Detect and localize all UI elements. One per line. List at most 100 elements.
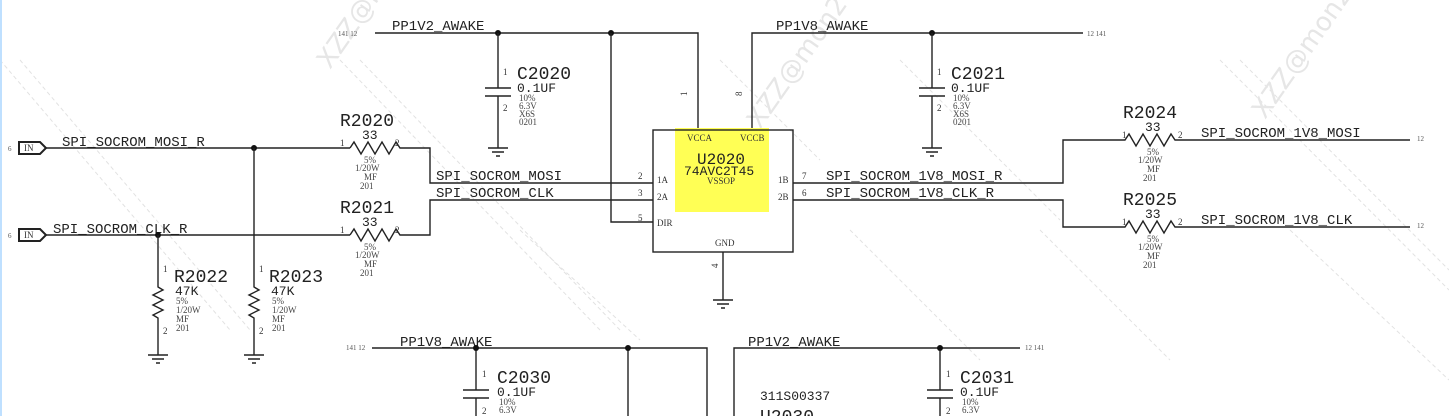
watermark-text: XZZ@mon2 — [311, 0, 424, 74]
cap-value: 0.1UF — [951, 81, 990, 96]
resistor-tol: 5% — [176, 296, 189, 306]
ic-u2020[interactable]: 1 8 VCCA VCCB U2020 74AVC2T45 VSSOP 1A 2… — [638, 91, 807, 309]
net-ref: 12 — [1417, 222, 1425, 230]
net-label: SPI_SOCROM_MOSI — [436, 169, 562, 185]
pin-name-2b: 2B — [778, 192, 789, 202]
resistor-type: MF — [1147, 251, 1160, 261]
resistor-value: 47K — [175, 284, 199, 299]
resistor-r2023[interactable]: 1 2 R2023 47K 5% 1/20W MF 201 — [244, 148, 323, 364]
capacitor-c2020[interactable]: 1 2 C2020 0.1UF 10% 6.3V X6S 0201 — [485, 33, 571, 157]
ref-designator: U2020 — [697, 151, 745, 169]
resistor-power: 1/20W — [355, 250, 380, 260]
pin-name-vcca: VCCA — [687, 133, 713, 143]
resistor-value: 33 — [362, 215, 378, 230]
pin-name-dir: DIR — [657, 218, 673, 228]
rail-pp1v8-bottom[interactable]: 141 12 PP1V8_AWAKE — [346, 335, 708, 416]
cap-tol: 10% — [519, 93, 536, 103]
rail-pp1v2-top[interactable]: 141 12 PP1V2_AWAKE — [338, 19, 699, 223]
cap-tol: 10% — [953, 93, 970, 103]
cap-size: 0201 — [519, 117, 537, 127]
pin-number: 5 — [638, 213, 643, 223]
resistor-tol: 5% — [1147, 147, 1160, 157]
pin-name-1b: 1B — [778, 175, 789, 185]
package: VSSOP — [707, 176, 735, 186]
pin-number: 2 — [638, 171, 643, 181]
port-dir: IN — [24, 143, 34, 153]
highlight — [675, 128, 769, 212]
ref-designator: C2030 — [497, 369, 551, 389]
net-label: SPI_SOCROM_MOSI_R — [62, 135, 205, 151]
resistor-type: MF — [364, 259, 377, 269]
pin-number: 1 — [340, 225, 345, 235]
port-sheet: 6 — [8, 145, 12, 153]
ref-designator: C2021 — [951, 65, 1005, 85]
pin-number: 4 — [710, 263, 720, 268]
ic-u2030-label[interactable]: 311S00337 U2030 — [760, 389, 830, 416]
net-1v8-mosi[interactable]: SPI_SOCROM_1V8_MOSI_R 1 2 R2024 33 5% 1/… — [793, 104, 1425, 185]
pin-number: 2 — [1178, 217, 1183, 227]
cap-value: 0.1UF — [497, 385, 536, 400]
part-number: 74AVC2T45 — [684, 164, 754, 179]
input-port-mosi[interactable]: 6 IN SPI_SOCROM_MOSI_R — [8, 135, 350, 155]
resistor-type: MF — [364, 172, 377, 182]
rail-pp1v2-bottom[interactable]: PP1V2_AWAKE 12 141 — [733, 335, 1045, 416]
resistor-power: 1/20W — [1138, 155, 1163, 165]
resistor-size: 201 — [1143, 173, 1157, 183]
ref-designator: R2024 — [1123, 104, 1177, 124]
cap-dielectric: X6S — [519, 109, 535, 119]
pin-number: 7 — [802, 171, 807, 181]
ref-designator: R2021 — [340, 199, 394, 219]
resistor-r2021[interactable]: 1 2 R2021 33 5% 1/20W MF 201 SPI_SOCROM_… — [340, 186, 653, 278]
pin-number: 2 — [1178, 130, 1183, 140]
resistor-value: 33 — [362, 128, 378, 143]
cap-voltage: 6.3V — [499, 405, 517, 415]
resistor-size: 201 — [360, 268, 374, 278]
cap-value: 0.1UF — [960, 385, 999, 400]
input-port-clk[interactable]: 6 IN SPI_SOCROM_CLK_R — [8, 222, 350, 242]
resistor-tol: 5% — [364, 155, 377, 165]
pin-number: 8 — [734, 91, 744, 96]
pin-number: 2 — [163, 326, 168, 336]
resistor-value: 47K — [271, 284, 295, 299]
ref-designator: R2025 — [1123, 191, 1177, 211]
resistor-type: MF — [272, 314, 285, 324]
port-dir: IN — [24, 230, 34, 240]
rail-ref: 12 141 — [1025, 344, 1045, 352]
pin-number: 2 — [259, 326, 264, 336]
rail-label: PP1V8_AWAKE — [400, 335, 492, 351]
cap-tol: 10% — [962, 397, 979, 407]
resistor-power: 1/20W — [355, 163, 380, 173]
cap-voltage: 6.3V — [519, 101, 537, 111]
resistor-r2022[interactable]: 1 2 R2022 47K 5% 1/20W MF 201 — [148, 235, 228, 364]
pin-number: 1 — [503, 67, 508, 77]
pin-number: 2 — [395, 225, 400, 235]
cap-tol: 10% — [499, 397, 516, 407]
resistor-value: 33 — [1145, 120, 1161, 135]
pin-number: 2 — [503, 103, 508, 113]
resistor-r2020[interactable]: 1 2 R2020 33 5% 1/20W MF 201 SPI_SOCROM_… — [340, 112, 653, 191]
capacitor-c2031[interactable]: 1 2 C2031 0.1UF 10% 6.3V — [946, 369, 1014, 416]
ref-designator: R2022 — [174, 268, 228, 288]
net-label: SPI_SOCROM_1V8_MOSI — [1201, 126, 1361, 142]
resistor-power: 1/20W — [272, 305, 297, 315]
rail-label: PP1V2_AWAKE — [392, 19, 484, 35]
capacitor-c2030[interactable]: 1 2 C2030 0.1UF 10% 6.3V — [482, 369, 551, 416]
watermark-text: XZZ@mon2 — [1246, 0, 1359, 124]
pin-number: 1 — [163, 264, 168, 274]
pin-number: 2 — [482, 406, 487, 416]
rail-ref: 141 12 — [346, 344, 366, 352]
cap-voltage: 6.3V — [962, 405, 980, 415]
cap-dielectric: X6S — [953, 109, 969, 119]
rail-ref: 12 141 — [1087, 30, 1107, 38]
rail-label: PP1V2_AWAKE — [748, 335, 840, 351]
rail-pp1v8-top[interactable]: PP1V8_AWAKE 12 141 — [751, 19, 1107, 130]
ref-designator: R2020 — [340, 112, 394, 132]
capacitor-c2021[interactable]: 1 2 C2021 0.1UF 10% 6.3V X6S 0201 — [919, 33, 1005, 157]
rail-ref: 141 12 — [338, 30, 358, 38]
resistor-tol: 5% — [364, 242, 377, 252]
cap-value: 0.1UF — [517, 81, 556, 96]
pin-number: 1 — [1122, 130, 1127, 140]
watermark-hatch — [0, 59, 1449, 381]
net-1v8-clk[interactable]: SPI_SOCROM_1V8_CLK_R 1 2 R2025 33 5% 1/2… — [793, 186, 1425, 270]
